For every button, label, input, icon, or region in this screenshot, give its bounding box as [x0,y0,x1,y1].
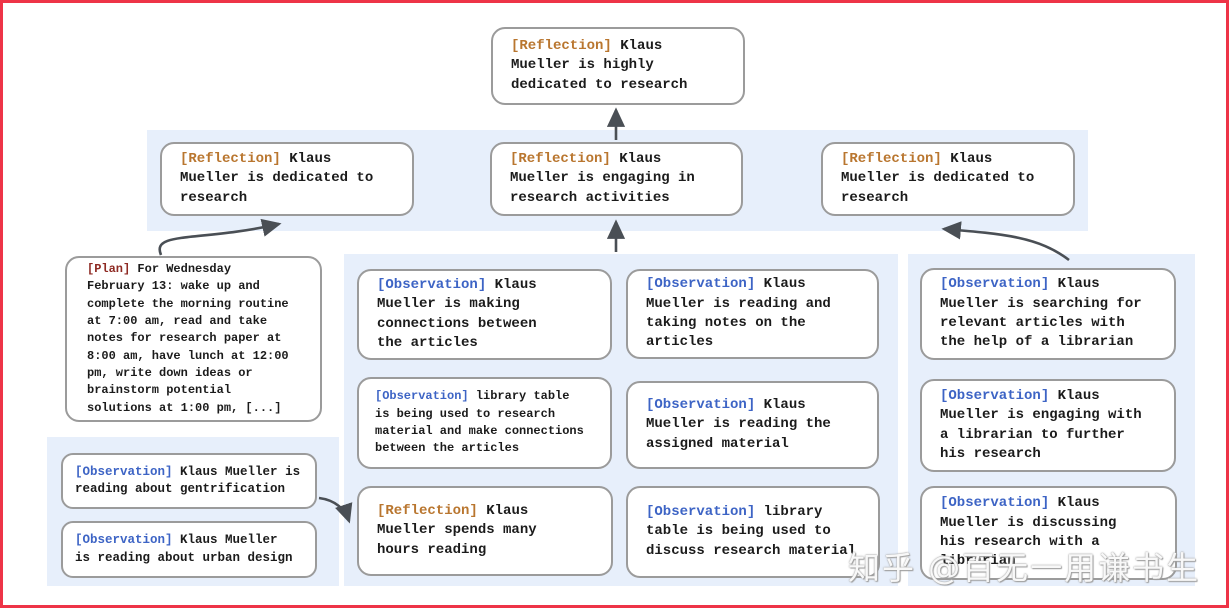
observation-tag: [Observation] [75,533,173,547]
reflection-tag: [Reflection] [841,151,942,168]
node-observation-taking-notes: [Observation] Klaus Mueller is reading a… [626,269,879,359]
reflection-tag: [Reflection] [180,151,281,168]
observation-tag: [Observation] [940,387,1050,404]
node-observation-urban-design: [Observation] Klaus Mueller is reading a… [61,521,317,578]
node-observation-connections: [Observation] Klaus Mueller is making co… [357,269,612,360]
node-text: [Observation] Klaus Mueller is making co… [377,276,537,351]
observation-tag: [Observation] [646,504,756,521]
node-text: [Observation] Klaus Mueller is discussin… [940,495,1117,570]
node-observation-discussing-research: [Observation] Klaus Mueller is discussin… [920,486,1177,580]
observation-tag: [Observation] [646,276,756,293]
observation-tag: [Observation] [377,276,487,293]
node-text: [Reflection] Klaus Mueller is dedicated … [841,151,1035,206]
node-text: [Reflection] Klaus Mueller is dedicated … [180,151,374,206]
node-observation-library-table-research: [Observation] library table is being use… [357,377,612,469]
reflection-tag: [Reflection] [510,151,611,168]
node-observation-searching-articles: [Observation] Klaus Mueller is searching… [920,268,1176,360]
node-text: [Observation] library table is being use… [646,504,857,559]
node-reflection-root: [Reflection] Klaus Mueller is highly ded… [491,27,745,105]
node-text: [Observation] Klaus Mueller is searching… [940,276,1142,351]
node-observation-library-table-discuss: [Observation] library table is being use… [626,486,880,578]
observation-tag: [Observation] [75,464,173,479]
node-reflection-hours-reading: [Reflection] Klaus Mueller spends many h… [357,486,613,576]
observation-tag: [Observation] [940,495,1050,512]
node-plan: [Plan] For Wednesday February 13: wake u… [65,256,322,422]
node-text: [Observation] Klaus Mueller is engaging … [940,387,1142,462]
node-text: [Plan] For Wednesday February 13: wake u… [87,261,289,415]
node-reflection-right: [Reflection] Klaus Mueller is dedicated … [821,142,1075,216]
plan-tag: [Plan] [87,261,131,276]
reflection-tag: [Reflection] [511,38,612,55]
node-text: [Observation] Klaus Mueller is reading a… [75,464,301,497]
node-text: [Observation] Klaus Mueller is reading t… [646,397,831,452]
node-text: [Observation] Klaus Mueller is reading a… [75,533,293,565]
node-text: [Reflection] Klaus Mueller spends many h… [377,503,537,558]
node-text: [Observation] Klaus Mueller is reading a… [646,276,831,351]
reflection-tag: [Reflection] [377,503,478,520]
node-observation-assigned-material: [Observation] Klaus Mueller is reading t… [626,381,879,469]
observation-tag: [Observation] [646,397,756,414]
node-text: [Reflection] Klaus Mueller is highly ded… [511,38,688,93]
node-reflection-middle: [Reflection] Klaus Mueller is engaging i… [490,142,743,216]
node-observation-gentrification: [Observation] Klaus Mueller is reading a… [61,453,317,509]
node-text: [Reflection] Klaus Mueller is engaging i… [510,151,695,206]
observation-tag: [Observation] [940,276,1050,293]
node-text: [Observation] library table is being use… [375,389,584,456]
node-reflection-left: [Reflection] Klaus Mueller is dedicated … [160,142,414,216]
node-observation-engaging-librarian: [Observation] Klaus Mueller is engaging … [920,379,1176,472]
observation-tag: [Observation] [375,389,469,404]
